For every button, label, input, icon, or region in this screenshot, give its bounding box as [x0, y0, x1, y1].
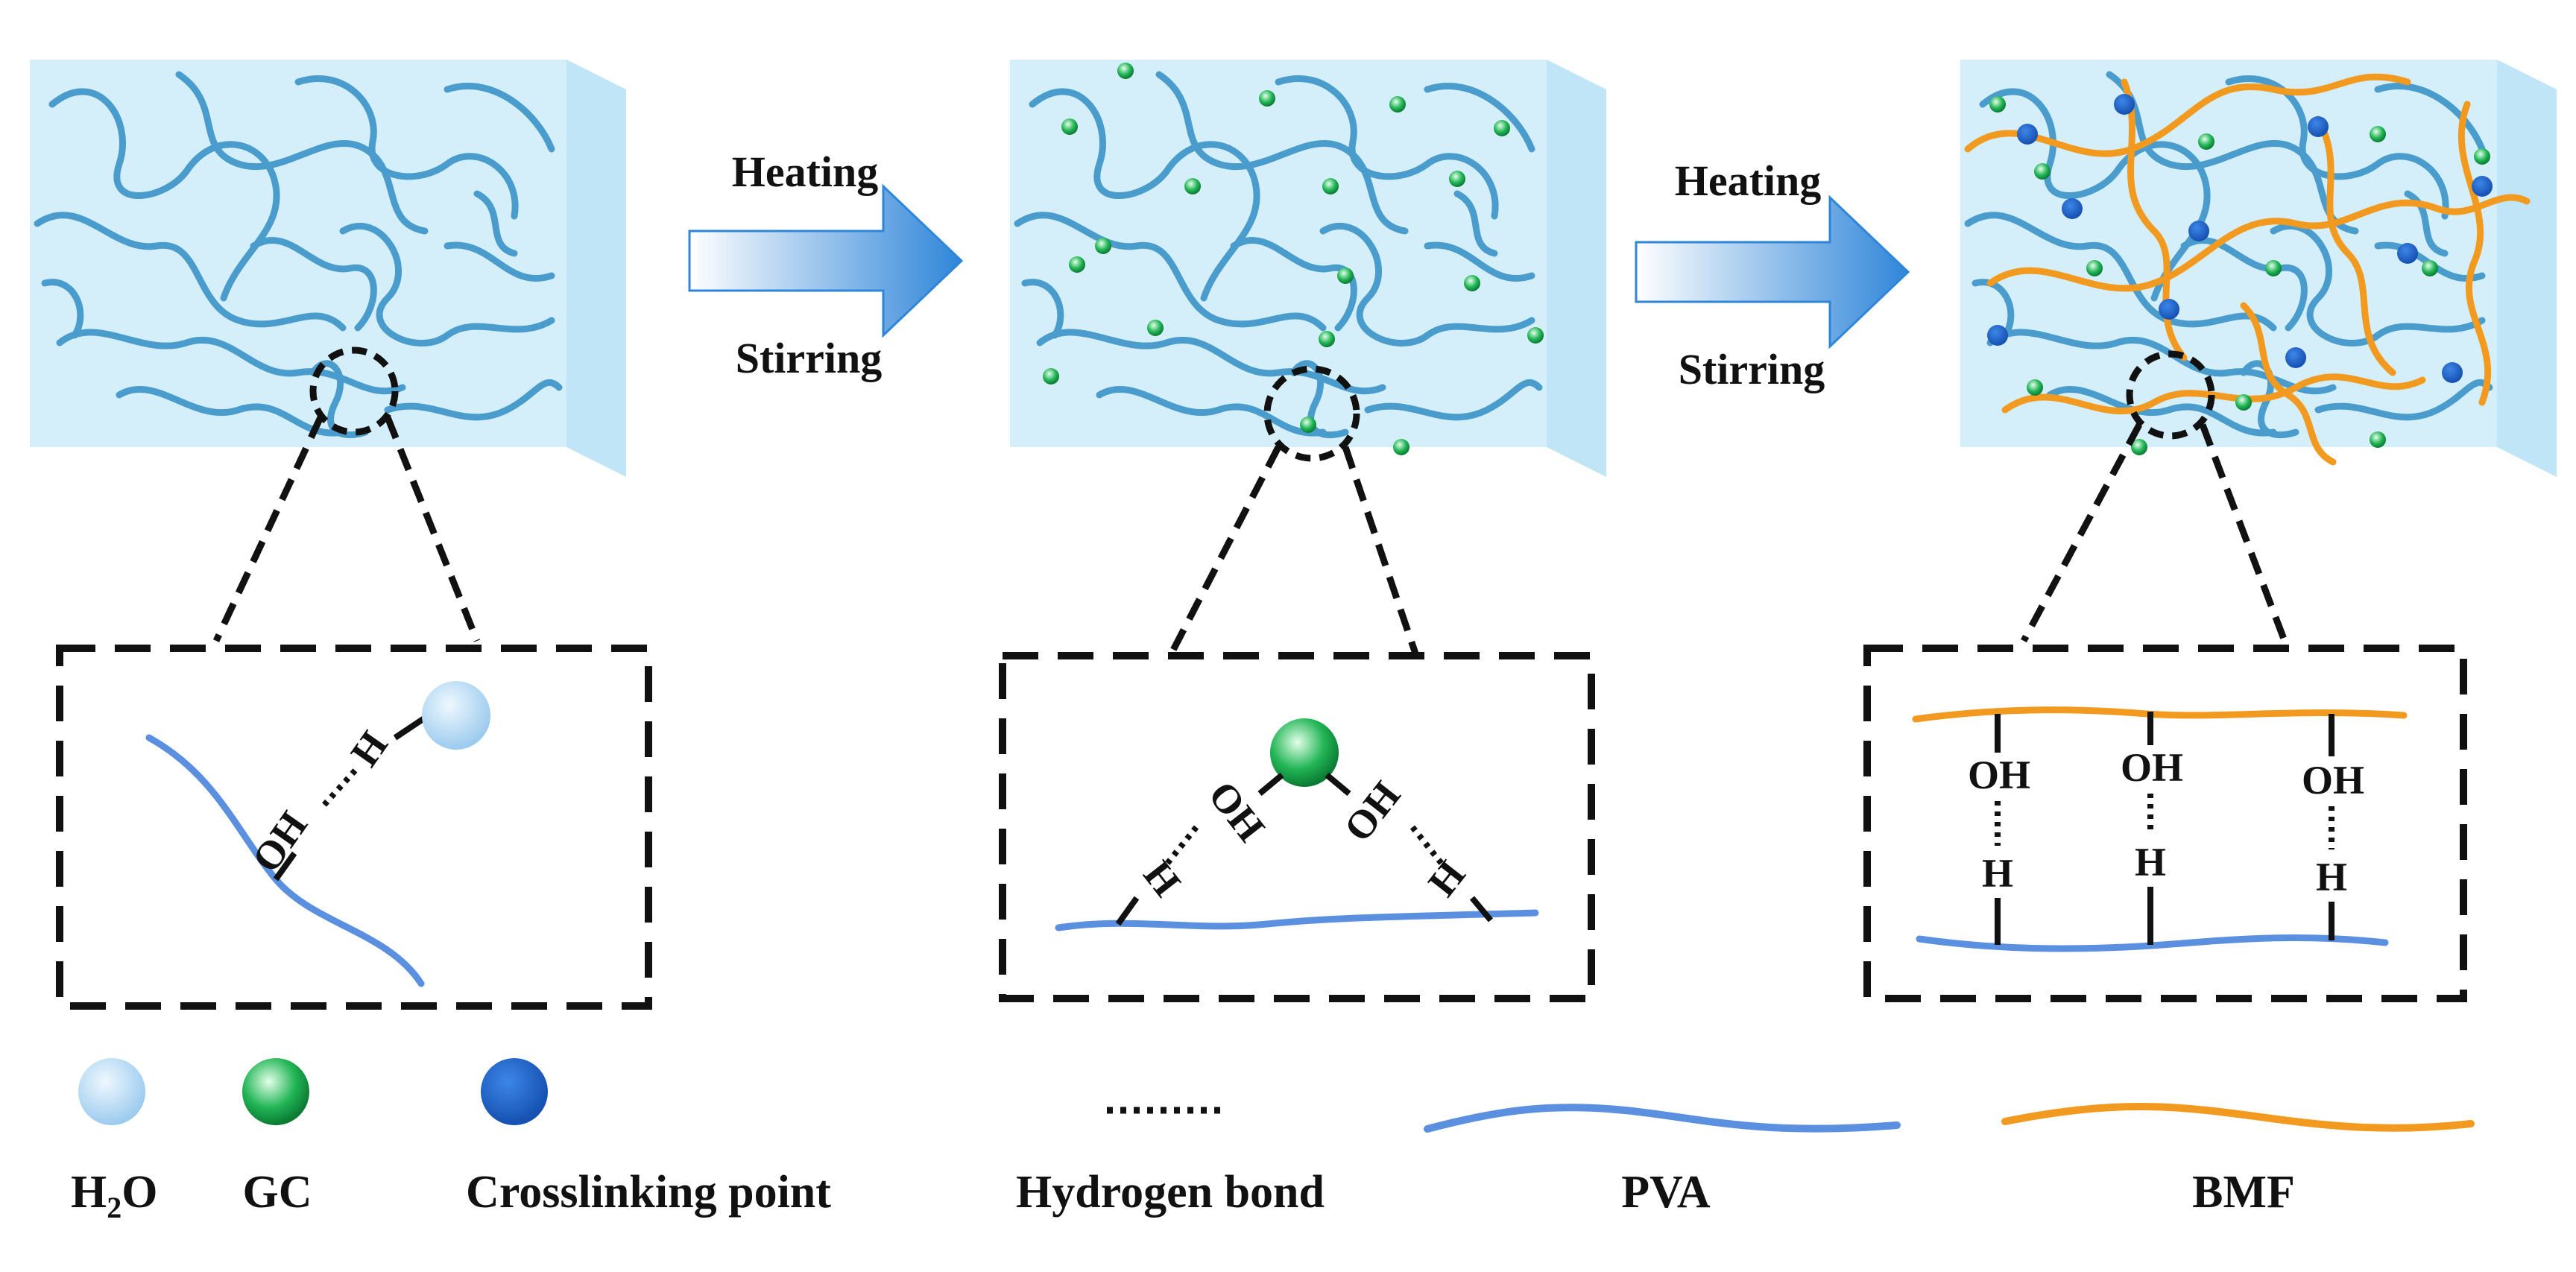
bond-line — [1325, 772, 1351, 797]
process-arrow — [1635, 194, 1910, 349]
pva-chain — [1916, 934, 2389, 952]
process-arrow — [688, 183, 964, 338]
bond-line — [273, 851, 297, 882]
inset-box-water — [56, 645, 652, 1010]
gc-molecule — [1270, 718, 1339, 787]
inset-box-gc — [999, 652, 1595, 1002]
bmf-legend-icon — [2001, 1103, 2475, 1132]
zoom-line — [2199, 423, 2288, 642]
gel-block-gc — [1010, 60, 1606, 477]
crosslink-legend-icon — [481, 1058, 548, 1125]
water-legend-icon — [78, 1058, 145, 1125]
h-label: H — [1419, 852, 1474, 905]
bond-line — [1257, 772, 1284, 797]
h-label: H — [1982, 851, 2013, 896]
oh-label: OH — [244, 803, 316, 880]
oh-label: OH — [1200, 773, 1274, 849]
bmf-chain — [1912, 706, 2408, 723]
crosslink-legend-label: Crosslinking point — [466, 1167, 831, 1218]
pva-legend-label: PVA — [1621, 1167, 1711, 1218]
oh-label: OH — [2302, 758, 2364, 803]
oh-label: OH — [2121, 745, 2183, 790]
magnify-circle — [309, 347, 399, 436]
water-legend-label: H2O — [71, 1167, 157, 1224]
oh-label: OH — [1335, 773, 1409, 849]
hydrogen-bond — [322, 765, 360, 807]
h-label: H — [1135, 852, 1190, 905]
bond-line — [1469, 896, 1494, 923]
stirring-label: Stirring — [736, 334, 883, 382]
gel-block-pva — [30, 60, 626, 477]
heating-label: Heating — [1675, 156, 1822, 205]
bond-line — [1115, 896, 1140, 926]
inset-box-crosslinked — [1863, 645, 2467, 1002]
h-label: H — [2316, 855, 2347, 899]
zoom-line — [2021, 423, 2142, 643]
zoom-line — [1342, 446, 1420, 657]
heating-label: Heating — [732, 148, 879, 196]
legend: H2O GC Crosslinking point Hydrogen bond … — [71, 1058, 2475, 1224]
gc-legend-icon — [242, 1058, 309, 1125]
gc-particles — [1043, 63, 1544, 455]
pva-legend-icon — [1424, 1104, 1901, 1133]
hydrogen-bond — [1164, 825, 1199, 867]
pva-chain — [1055, 909, 1539, 931]
gel-block-crosslinked — [1960, 60, 2557, 477]
gc-legend-label: GC — [243, 1167, 312, 1218]
magnify-circle — [1263, 365, 1360, 462]
zoom-line — [212, 416, 324, 642]
zoom-line — [1167, 445, 1281, 658]
gc-particles — [1989, 96, 2490, 455]
crosslink-points — [1987, 94, 2493, 383]
magnify-circle — [2126, 350, 2215, 440]
zoom-line — [384, 416, 481, 642]
h-label: H — [2135, 840, 2166, 885]
stirring-label: Stirring — [1679, 345, 1825, 393]
hydrogen-bond — [1409, 825, 1445, 867]
h-label: H — [342, 723, 397, 774]
oh-label: OH — [1968, 753, 2030, 797]
water-molecule — [422, 681, 490, 750]
bmf-legend-label: BMF — [2192, 1167, 2295, 1218]
hbond-legend-label: Hydrogen bond — [1016, 1167, 1325, 1218]
